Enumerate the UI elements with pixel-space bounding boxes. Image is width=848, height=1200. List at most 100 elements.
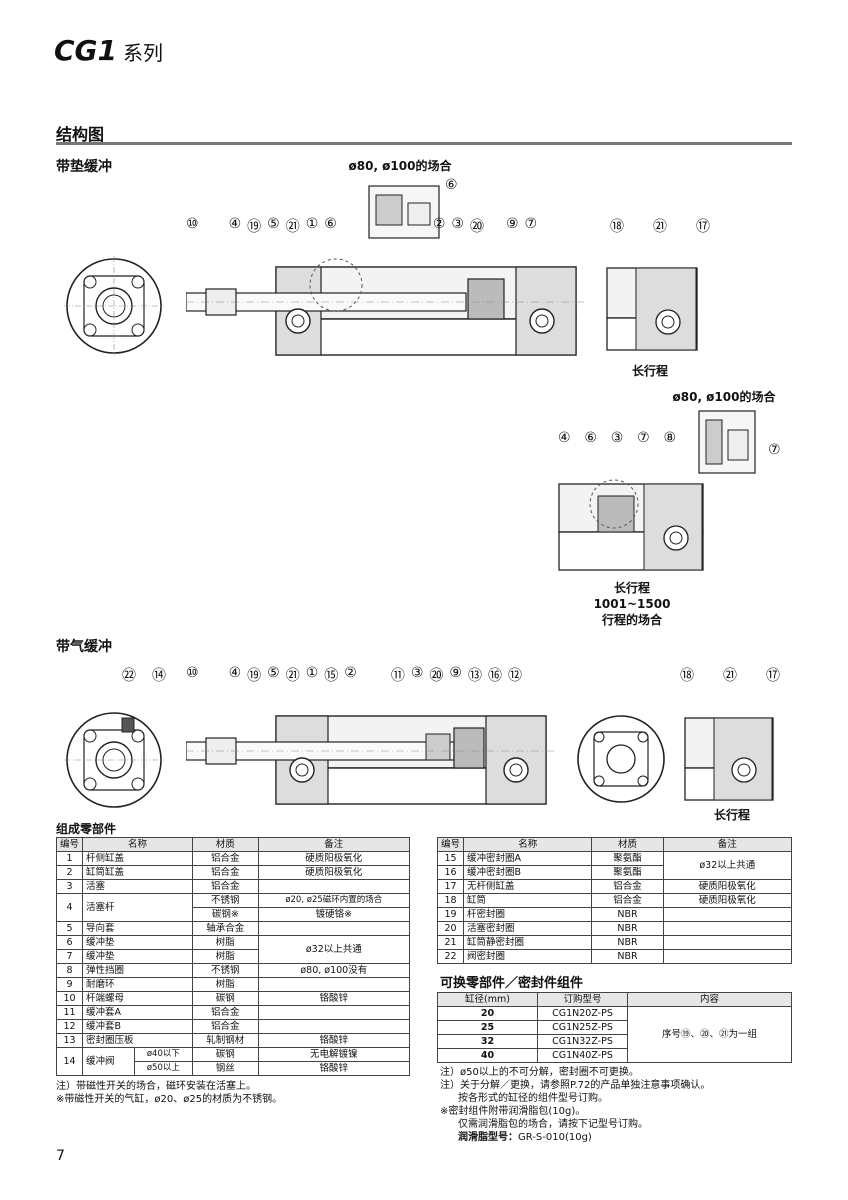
- series-suffix: 系列: [123, 41, 164, 65]
- callout: ⑥: [324, 216, 337, 232]
- detail-view-rubber-drawing: [368, 185, 440, 239]
- col-header: 名称: [82, 837, 194, 852]
- callout: ⑲: [247, 219, 262, 235]
- col-header: 缸径(mm): [437, 992, 538, 1007]
- callout: ⑯: [487, 668, 502, 684]
- callout: ⑥: [584, 430, 597, 446]
- callout: ⑰: [766, 668, 780, 684]
- long-stroke-1001-caption: 长行程 1001~1500 行程的场合: [584, 580, 680, 628]
- table-row: ø50以上钢丝铬酸锌: [57, 1061, 411, 1076]
- detail-caption-rubber: ø80, ø100的场合: [348, 159, 452, 173]
- callout: ㉑: [723, 668, 737, 684]
- callout: ③: [610, 430, 624, 446]
- col-header: 编号: [55, 837, 84, 852]
- note: 注）关于分解／更换，请参照P.72的产品单独注意事项确认。: [440, 1080, 711, 1091]
- col-header: 备注: [662, 837, 793, 852]
- long-stroke-air-drawing: [684, 717, 774, 801]
- long-stroke-1001-callouts: ④ ⑥ ③ ⑦ ⑧: [558, 430, 676, 446]
- detail-callout-rubber: ⑥: [445, 177, 458, 193]
- parts-title: 组成零部件: [56, 822, 117, 836]
- series-name: CG1: [54, 34, 118, 67]
- callout: ⑲: [247, 668, 262, 684]
- replacement-notes: 注）ø50以上的不可分解，密封圈不可更换。 注）关于分解／更换，请参照P.72的…: [440, 1066, 710, 1144]
- footnote: ※带磁性开关的气缸，ø20、ø25的材质为不锈钢。: [56, 1094, 283, 1105]
- callout: ⑳: [429, 668, 444, 684]
- caption-line: 行程的场合: [601, 613, 662, 627]
- cushion-air-title: 带气缓冲: [56, 639, 112, 655]
- callout: ⑭: [152, 668, 166, 684]
- rod-end-view-air-drawing: [64, 712, 164, 808]
- callout: ⑧: [663, 430, 676, 446]
- callout: ⑳: [469, 219, 484, 235]
- long-stroke-air-caption: 长行程: [713, 808, 750, 822]
- callout: ⑬: [467, 668, 482, 684]
- col-header: 材质: [192, 837, 259, 852]
- structure-title: 结构图: [56, 125, 105, 144]
- col-header: 内容: [627, 992, 792, 1007]
- callout: ③: [410, 665, 424, 681]
- footnote: 注）带磁性开关的场合，磁环安装在活塞上。: [56, 1081, 256, 1092]
- parts-footnotes: 注）带磁性开关的场合，磁环安装在活塞上。 ※带磁性开关的气缸，ø20、ø25的材…: [56, 1080, 282, 1106]
- cushion-air-section-drawing: [186, 715, 556, 805]
- callout: ④: [228, 216, 242, 232]
- long-stroke-1001-drawing: [558, 479, 704, 571]
- callout: ⑫: [507, 668, 522, 684]
- callout: ④: [558, 430, 571, 446]
- long-stroke-rubber-caption: 长行程: [631, 364, 668, 378]
- note: 按各形式的缸径的组件型号订购。: [458, 1093, 608, 1104]
- callout: ⑨: [449, 665, 462, 681]
- callout-row-rubber: ⑩ ④ ⑲ ⑤ ㉑ ① ⑥ ② ③ ⑳ ⑨ ⑦: [186, 216, 566, 236]
- callout: ⑦: [637, 430, 650, 446]
- detail2-drawing: [698, 410, 756, 474]
- cushion-rubber-title: 带垫缓冲: [56, 159, 112, 175]
- long-stroke-air-callouts: ⑱ ㉑ ⑰: [680, 665, 780, 685]
- detail2-callout: ⑦: [768, 442, 781, 458]
- long-stroke-rubber-drawing: [606, 267, 698, 351]
- detail2-caption: ø80, ø100的场合: [672, 390, 776, 404]
- callout: ㉑: [285, 668, 300, 684]
- col-header: 名称: [463, 837, 593, 852]
- col-header: 备注: [257, 837, 411, 852]
- callout: ⑮: [324, 668, 339, 684]
- callout: ③: [451, 216, 464, 232]
- note: ※密封组件附带润滑脂包(10g)。: [440, 1106, 586, 1117]
- callout: ②: [432, 216, 446, 232]
- grease-line: 润滑脂型号：GR-S-010(10g): [440, 1131, 710, 1144]
- cushion-rubber-section-drawing: [186, 258, 586, 356]
- callout: ④: [228, 665, 242, 681]
- replacement-title: 可换零部件／密封件组件: [440, 976, 584, 991]
- callout: ⑤: [267, 665, 280, 681]
- col-header: 订购型号: [537, 992, 628, 1007]
- callout: ⑱: [680, 668, 694, 684]
- callout: ㉒: [122, 668, 136, 684]
- col-header: 材质: [591, 837, 664, 852]
- grease-model: GR-S-010(10g): [518, 1132, 592, 1143]
- callout: ②: [344, 665, 357, 681]
- long-stroke-rubber-callouts: ⑱ ㉑ ⑰: [610, 216, 710, 236]
- callout: ⑩: [186, 665, 199, 681]
- col-header: 编号: [436, 837, 465, 852]
- callout: ①: [305, 216, 319, 232]
